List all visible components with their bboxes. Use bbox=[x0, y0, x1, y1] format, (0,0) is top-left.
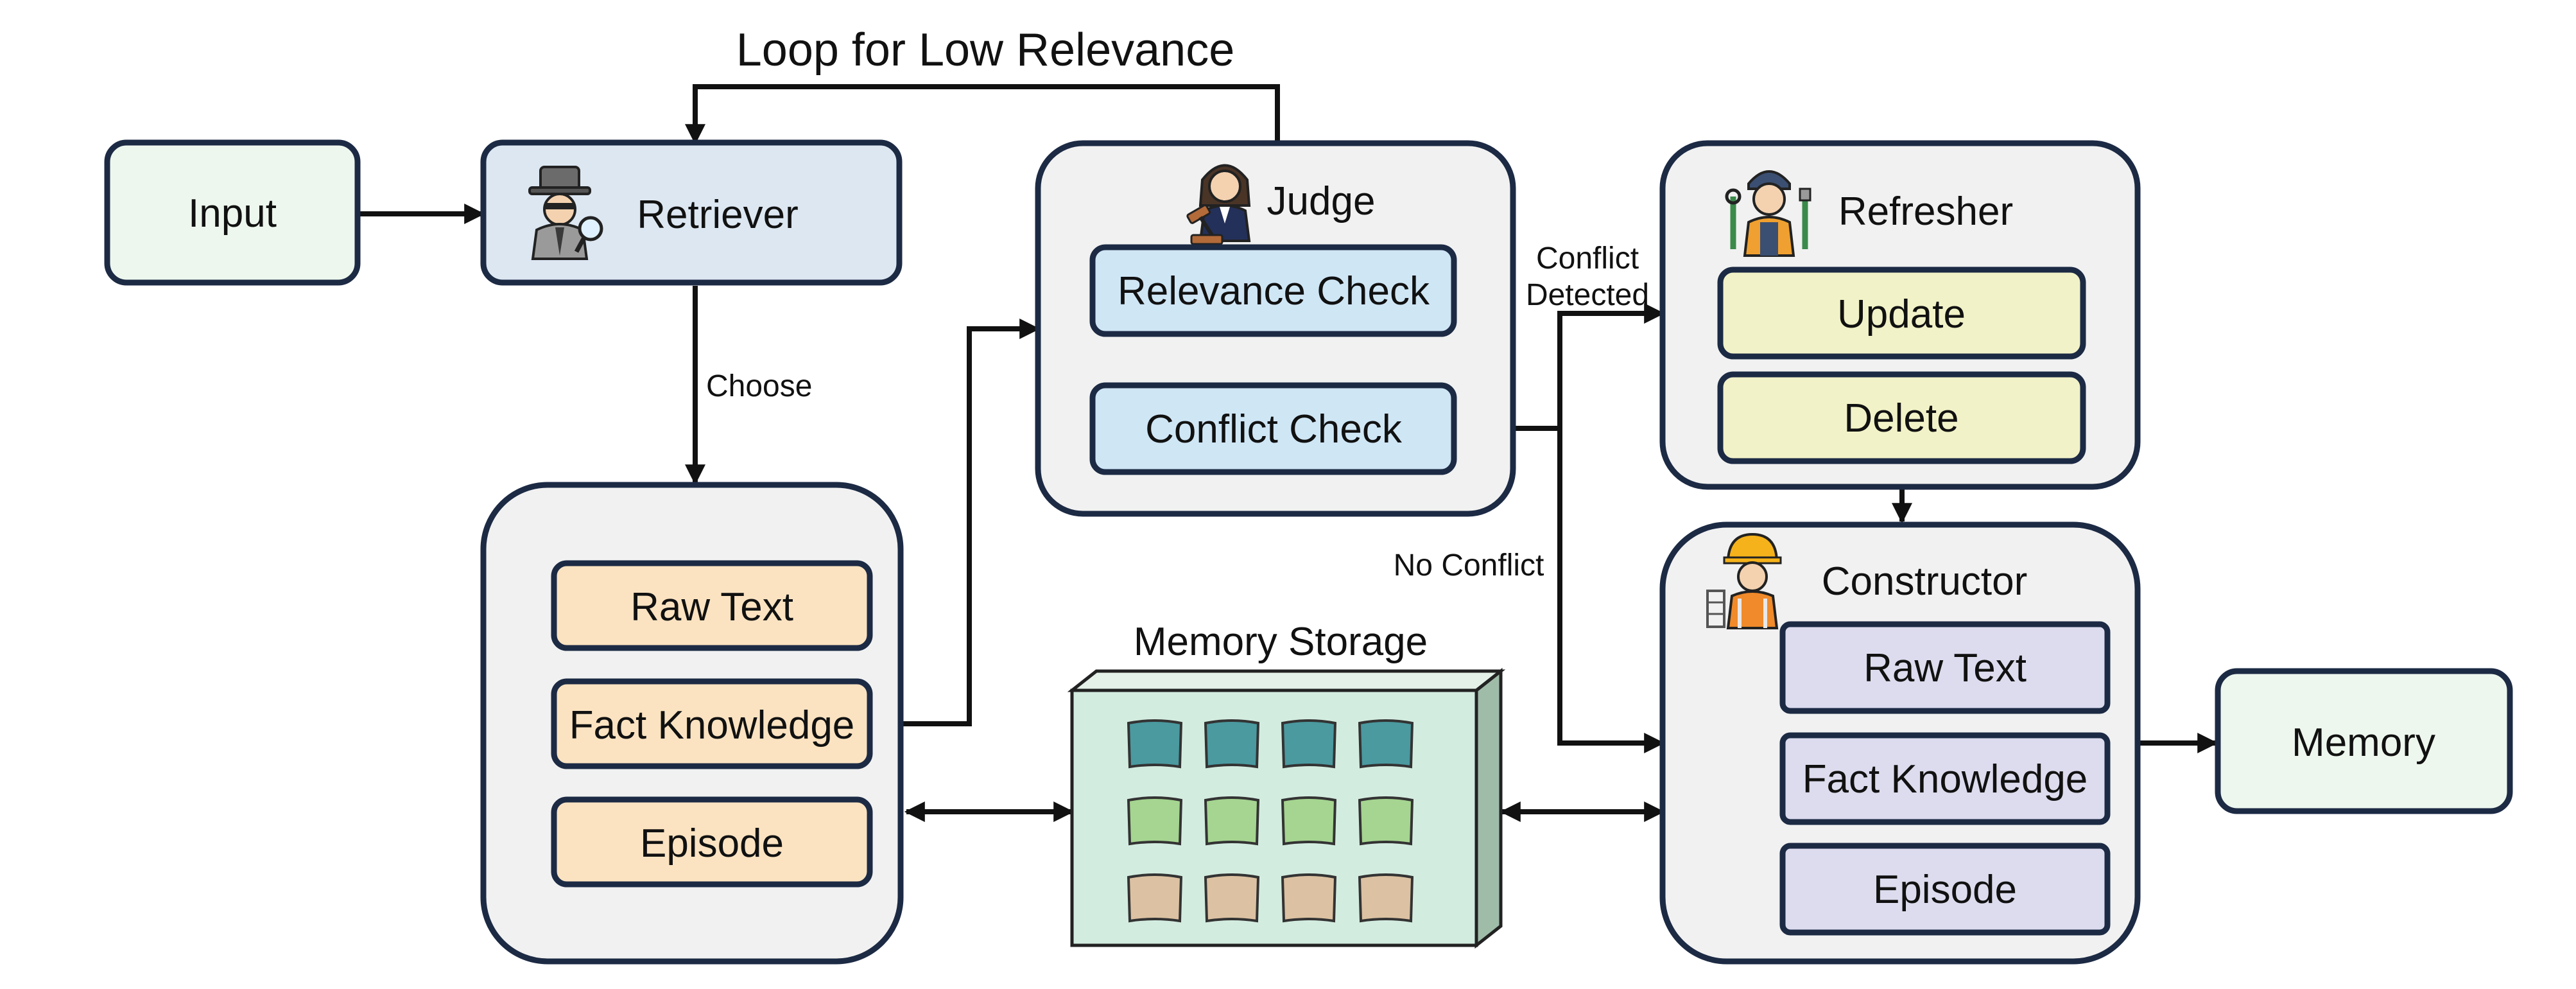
storage-cell bbox=[1127, 719, 1183, 769]
input-node: Input bbox=[104, 139, 361, 286]
storage-cell bbox=[1127, 796, 1183, 846]
constructor-fact-box bbox=[1779, 732, 2111, 825]
relevance-check-label: Relevance Check bbox=[1118, 269, 1430, 313]
storage-cell bbox=[1204, 873, 1260, 923]
delete-box bbox=[1717, 371, 2086, 464]
storage-cell bbox=[1281, 873, 1337, 923]
retriever-box bbox=[480, 139, 903, 286]
storage-cell bbox=[1281, 719, 1337, 769]
storage-cell bbox=[1127, 873, 1183, 923]
storage-cells bbox=[1127, 719, 1414, 923]
retriever-label: Retriever bbox=[637, 193, 799, 237]
relevance-check-box bbox=[1089, 244, 1457, 337]
loop-label: Loop for Low Relevance bbox=[736, 24, 1235, 76]
memory-storage-node: Memory Storage bbox=[1067, 620, 1506, 949]
delete-label: Delete bbox=[1844, 396, 1958, 441]
input-box bbox=[104, 139, 361, 286]
judge-node: Judge Relevance Check Conflict Check bbox=[1035, 140, 1516, 517]
storage-cell bbox=[1204, 796, 1260, 846]
builder-icon bbox=[1706, 532, 1782, 629]
mechanic-icon bbox=[1725, 170, 1811, 257]
storage-cell bbox=[1358, 796, 1414, 846]
storage-cell bbox=[1204, 719, 1260, 769]
storage-side-face bbox=[1474, 667, 1503, 949]
storage-cell bbox=[1358, 873, 1414, 923]
retrieval-fact-box bbox=[551, 678, 873, 769]
judge-title: Judge bbox=[1267, 179, 1376, 223]
memory-label: Memory bbox=[2292, 721, 2435, 765]
retriever-node: Retriever bbox=[480, 139, 903, 286]
conflict-check-label: Conflict Check bbox=[1145, 407, 1403, 451]
retrieval-fact-label: Fact Knowledge bbox=[569, 703, 855, 748]
constructor-raw-text-label: Raw Text bbox=[1863, 646, 2027, 690]
conflict-detected-label-1: Conflict bbox=[1536, 241, 1639, 276]
constructor-episode-box bbox=[1779, 843, 2111, 936]
storage-cell bbox=[1358, 719, 1414, 769]
memory-storage-label: Memory Storage bbox=[1134, 620, 1428, 664]
no-conflict-arrow bbox=[1557, 428, 1665, 753]
storage-top-face bbox=[1067, 669, 1506, 692]
no-conflict-label: No Conflict bbox=[1394, 548, 1544, 582]
retrieval-raw-text-label: Raw Text bbox=[630, 585, 793, 629]
refresher-node: Refresher Update Delete bbox=[1659, 140, 2141, 490]
input-label: Input bbox=[188, 191, 277, 236]
conflict-check-box bbox=[1089, 382, 1457, 475]
constructor-raw-text-box bbox=[1779, 621, 2111, 714]
memory-box bbox=[2215, 668, 2513, 814]
loop-arrow bbox=[685, 84, 1280, 148]
judge-icon bbox=[1186, 164, 1251, 245]
constructor-title: Constructor bbox=[1822, 559, 2027, 604]
refresher-title: Refresher bbox=[1838, 189, 2013, 234]
choose-label: Choose bbox=[706, 369, 812, 403]
retrieval-types-node: Raw Text Fact Knowledge Episode bbox=[480, 482, 904, 965]
storage-cell bbox=[1281, 796, 1337, 846]
constructor-node: Constructor Raw Text Fact Knowledge Epis… bbox=[1659, 521, 2141, 965]
constructor-episode-label: Episode bbox=[1873, 868, 2017, 912]
retrieval-raw-text-box bbox=[551, 560, 873, 651]
fact-to-judge-arrow bbox=[902, 319, 1041, 726]
retrieval-episode-box bbox=[551, 796, 873, 888]
conflict-detected-arrow bbox=[1557, 303, 1665, 428]
detective-icon bbox=[528, 166, 603, 260]
update-box bbox=[1717, 267, 2086, 360]
conflict-detected-label-2: Detected bbox=[1526, 278, 1649, 312]
retrieval-episode-label: Episode bbox=[640, 821, 784, 866]
memory-node: Memory bbox=[2215, 668, 2513, 814]
constructor-fact-label: Fact Knowledge bbox=[1802, 757, 2088, 801]
update-label: Update bbox=[1837, 292, 1966, 337]
